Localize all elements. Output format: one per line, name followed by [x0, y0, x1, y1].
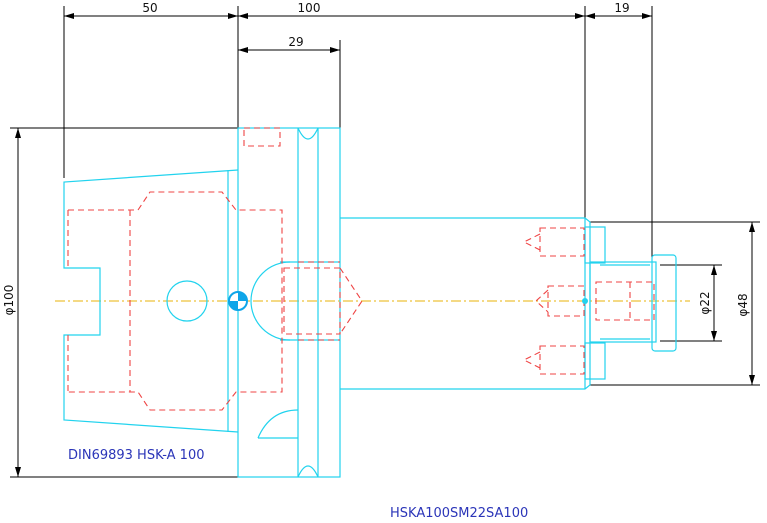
- hidden-lines: [67, 127, 655, 411]
- nose-point-marker: [582, 298, 588, 304]
- body-outline: [340, 217, 591, 390]
- standard-label: DIN69893 HSK-A 100: [68, 448, 205, 463]
- dim-text-phi22: φ22: [698, 291, 712, 314]
- dim-text-phi48: φ48: [736, 293, 750, 316]
- dim-text-phi100: φ100: [2, 285, 16, 316]
- dim-text-100: 100: [298, 1, 321, 15]
- dim-text-50: 50: [142, 1, 157, 15]
- dim-text-19: 19: [614, 1, 629, 15]
- part-number-label: HSKA100SM22SA100: [390, 506, 529, 521]
- flange-outline: [237, 127, 341, 478]
- dim-text-29: 29: [288, 35, 303, 49]
- nose-outline: [584, 226, 677, 380]
- gauge-point-marker: [228, 291, 248, 311]
- dimension-lines: [10, 6, 760, 478]
